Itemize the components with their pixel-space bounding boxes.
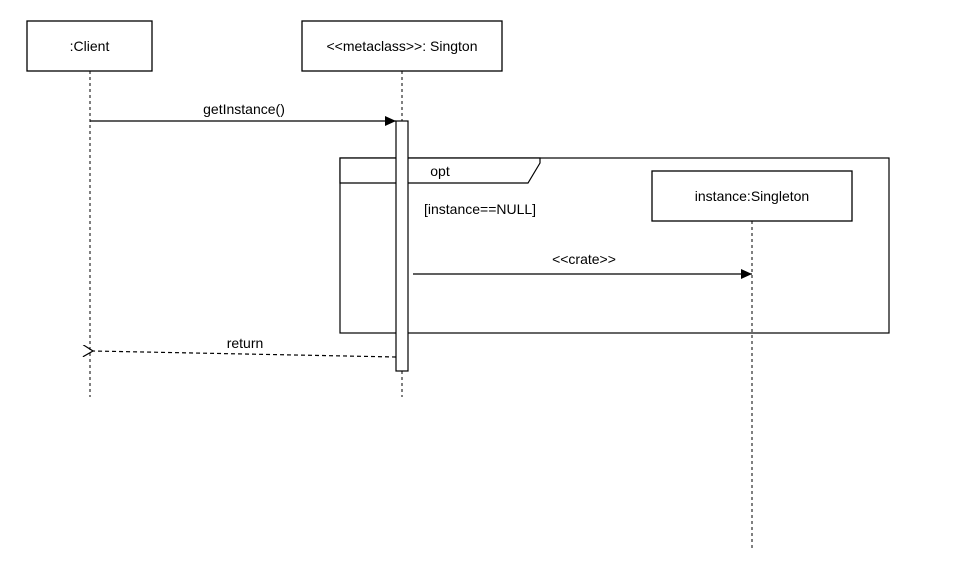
activation-bar xyxy=(395,120,409,372)
client-participant: :Client xyxy=(26,20,153,72)
opt-fragment-operator: opt xyxy=(430,163,450,179)
opt-fragment-tab xyxy=(339,157,541,184)
return-message: return xyxy=(93,335,397,358)
instance-participant-label: instance:Singleton xyxy=(695,188,809,204)
opt-fragment-frame xyxy=(339,157,890,334)
create-label: <<crate>> xyxy=(552,251,616,267)
opt-fragment: opt xyxy=(339,157,890,334)
client-participant-label: :Client xyxy=(70,38,110,54)
create-message: <<crate>> xyxy=(413,251,752,279)
get-instance-label: getInstance() xyxy=(203,101,285,117)
metaclass-participant-label: <<metaclass>>: Sington xyxy=(327,38,478,54)
get-instance-message: getInstance() xyxy=(90,101,396,126)
instance-participant: instance:Singleton xyxy=(651,170,853,222)
return-arrow xyxy=(93,351,397,358)
metaclass-participant: <<metaclass>>: Sington xyxy=(301,20,503,72)
opt-guard-condition: [instance==NULL] xyxy=(424,201,536,217)
return-label: return xyxy=(227,335,264,351)
